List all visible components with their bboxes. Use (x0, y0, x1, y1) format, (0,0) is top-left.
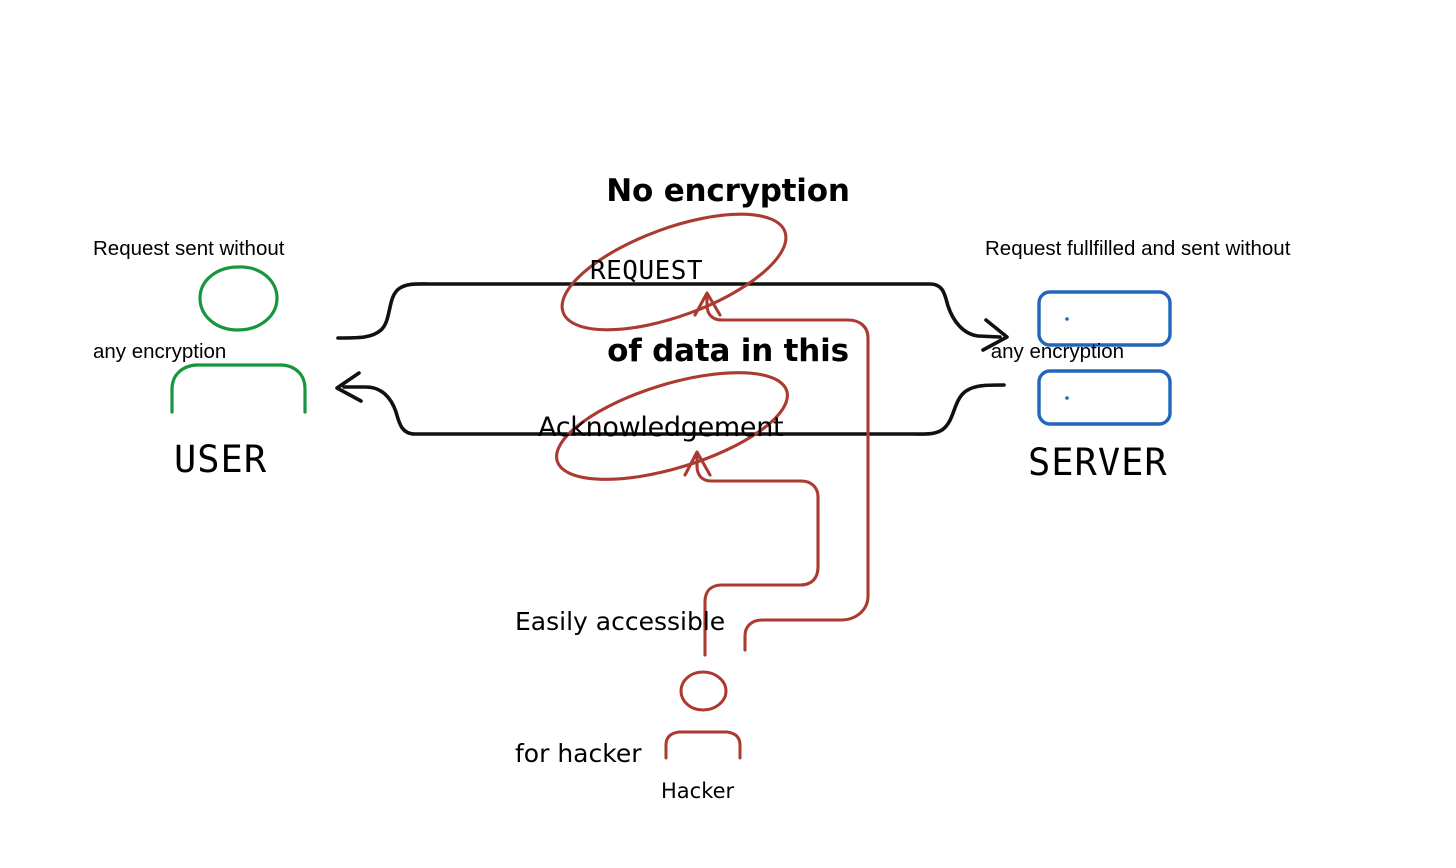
page-title-line2: of data in this (607, 332, 849, 369)
user-head-icon (198, 265, 279, 332)
note-hacker-access: Easily accessible for hacker (515, 512, 725, 864)
note-right: Request fullfilled and sent without any … (985, 163, 1290, 439)
note-hacker-line1: Easily accessible (515, 607, 726, 636)
note-left-line2: any encryption (93, 340, 227, 364)
user-body-icon (170, 363, 307, 414)
note-right-line1: Request fullfilled and sent without (985, 236, 1291, 260)
server-icon (1037, 290, 1172, 426)
note-hacker-line2: for hacker (515, 739, 642, 768)
request-highlight-ellipse (560, 212, 788, 332)
hacker-icon (664, 670, 742, 760)
hacker-head-icon (679, 670, 728, 712)
user-icon (170, 265, 307, 414)
request-connector (336, 282, 1009, 352)
hacker-ack-arrowhead-icon (683, 450, 712, 477)
hacker-to-acknowledgement-connector (683, 450, 820, 657)
user-label: USER (174, 438, 268, 481)
hacker-request-tap-line (705, 294, 870, 652)
hacker-ack-tap-line (695, 454, 820, 657)
acknowledgement-line (342, 383, 1006, 436)
acknowledgement-connector (335, 371, 1006, 436)
hacker-request-arrowhead-icon (693, 291, 722, 317)
server-unit-top (1037, 290, 1172, 347)
acknowledgement-highlight-ellipse (555, 371, 789, 481)
server-unit-bottom (1037, 369, 1172, 426)
page-title-line1: No encryption (606, 172, 850, 209)
acknowledgement-arrowhead-icon (335, 371, 363, 403)
note-left-line1: Request sent without (93, 236, 285, 260)
server-led-top (1065, 317, 1069, 321)
request-arrowhead-icon (981, 318, 1009, 352)
hacker-body-icon (664, 730, 742, 760)
ellipse-highlight-icon (555, 371, 789, 481)
hacker-label: Hacker (661, 779, 735, 803)
note-left: Request sent without any encryption (93, 163, 284, 439)
request-label: REQUEST (590, 256, 704, 286)
server-label: SERVER (1028, 441, 1168, 484)
page-title: No encryption of data in this (0, 58, 1456, 485)
hacker-to-request-connector (693, 291, 870, 652)
server-led-bottom (1065, 396, 1069, 400)
acknowledgement-label: Acknowledgement (538, 412, 784, 443)
note-right-line2: any encryption (985, 340, 1125, 364)
request-line (336, 282, 1002, 340)
ellipse-highlight-icon (560, 212, 788, 332)
